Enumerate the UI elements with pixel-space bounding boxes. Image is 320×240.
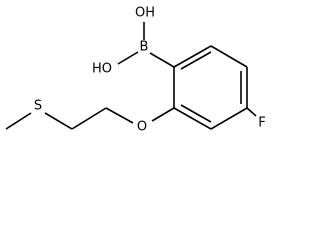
fluorine-label: F xyxy=(258,116,265,131)
bond-ring-f xyxy=(246,107,257,117)
bond-ring-c1-c2 xyxy=(173,45,212,68)
bond-ring-c2-c3 xyxy=(210,45,248,68)
oh-left-label: HO xyxy=(92,62,112,77)
bond-ring-c5-c6 xyxy=(173,107,212,130)
bond-o-ch2 xyxy=(105,107,134,124)
bond-ch2-ch2 xyxy=(71,107,107,130)
bond-ring-o xyxy=(151,107,175,122)
ether-oxygen-label: O xyxy=(137,120,147,135)
oh-top-label: OH xyxy=(135,6,155,21)
bond-b-ring xyxy=(149,52,175,68)
bond-b-oh-left xyxy=(117,51,139,65)
bond-ring-c4-c5 xyxy=(210,107,248,130)
bond-ch2-s xyxy=(44,112,73,130)
boron-label: B xyxy=(140,40,149,55)
molecule-structure: OH HO B F O S xyxy=(5,6,266,135)
sulfur-label: S xyxy=(34,99,42,114)
bond-ring-inner-top xyxy=(180,51,212,70)
bond-ring-inner-bottom xyxy=(180,104,212,123)
bond-s-ch3 xyxy=(5,112,32,130)
